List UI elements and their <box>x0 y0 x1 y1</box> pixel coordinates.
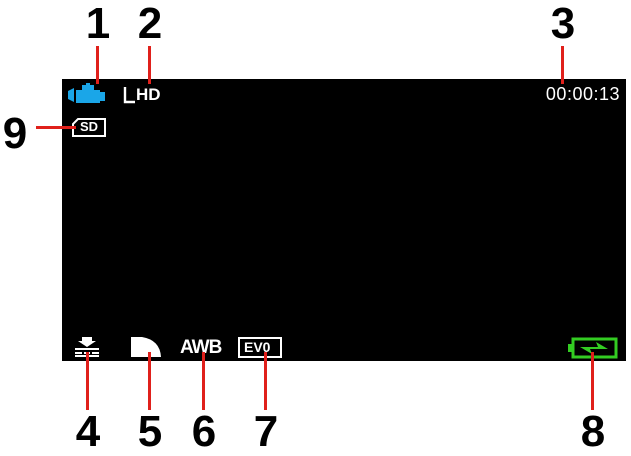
exposure-indicator: EV0 <box>238 337 282 358</box>
leader-line-1 <box>96 46 99 84</box>
callout-2: 2 <box>130 2 170 46</box>
callout-7: 7 <box>246 410 286 454</box>
quality-icon <box>130 336 162 358</box>
leader-line-7 <box>264 352 267 410</box>
callout-4: 4 <box>68 410 108 454</box>
callout-9: 9 <box>0 112 35 156</box>
leader-line-2 <box>148 46 151 84</box>
leader-line-8 <box>591 352 594 410</box>
leader-line-6 <box>202 352 205 410</box>
leader-line-3 <box>561 46 564 84</box>
callout-3: 3 <box>543 2 583 46</box>
callout-1: 1 <box>78 2 118 46</box>
video-camera-icon <box>68 83 112 105</box>
callout-8: 8 <box>573 410 613 454</box>
leader-line-9 <box>36 126 76 129</box>
sd-card-indicator: SD <box>72 118 106 137</box>
leader-line-4 <box>86 352 89 410</box>
resolution-indicator: HD <box>123 86 173 104</box>
callout-6: 6 <box>184 410 224 454</box>
callout-5: 5 <box>130 410 170 454</box>
leader-line-5 <box>148 352 151 410</box>
viewfinder-screen: HD 00:00:13 SD AWB EV0 <box>62 79 626 361</box>
resolution-label: HD <box>136 85 161 105</box>
sd-card-label: SD <box>80 119 98 135</box>
recording-timer: 00:00:13 <box>546 83 620 105</box>
resolution-bracket-icon <box>123 86 135 104</box>
white-balance-label: AWB <box>180 337 221 359</box>
